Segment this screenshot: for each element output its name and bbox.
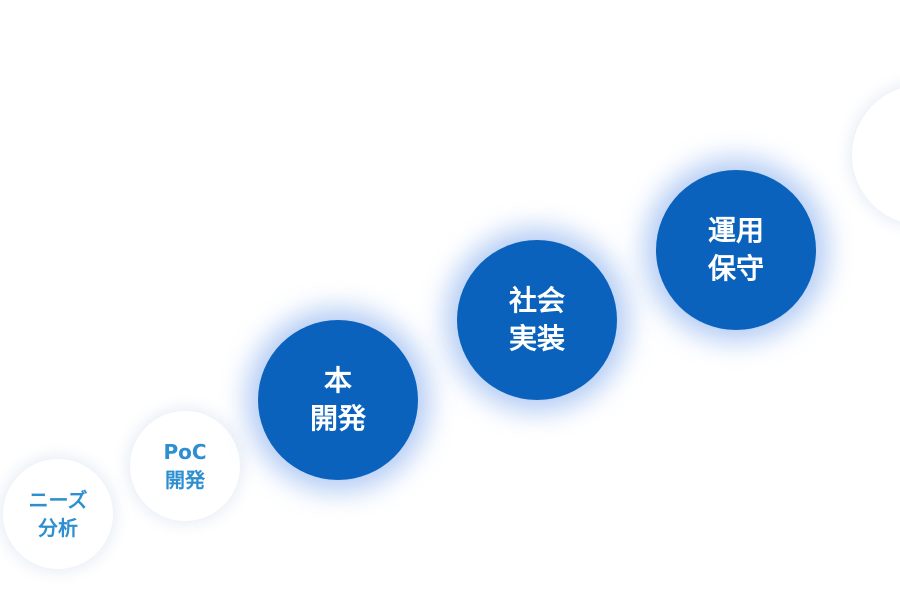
- step-label-line: 実装: [508, 322, 565, 355]
- step-next-partial: [852, 85, 900, 225]
- step-main-development: 本 開発: [258, 320, 418, 480]
- step-needs-analysis: ニーズ 分析: [3, 459, 113, 569]
- step-label-line: 社会: [508, 284, 565, 317]
- step-label-line: 分析: [38, 516, 78, 540]
- step-label-line: ニーズ: [28, 488, 88, 512]
- step-label-line: PoC: [163, 440, 207, 464]
- step-label-line: 本: [323, 364, 352, 397]
- step-social-implementation: 社会 実装: [457, 240, 617, 400]
- step-label-line: 開発: [165, 468, 205, 492]
- step-label-line: 運用: [707, 214, 764, 247]
- step-label-line: 開発: [309, 402, 366, 435]
- step-poc-development: PoC 開発: [130, 411, 240, 521]
- step-operation-maintenance: 運用 保守: [656, 170, 816, 330]
- step-label-line: 保守: [707, 252, 764, 285]
